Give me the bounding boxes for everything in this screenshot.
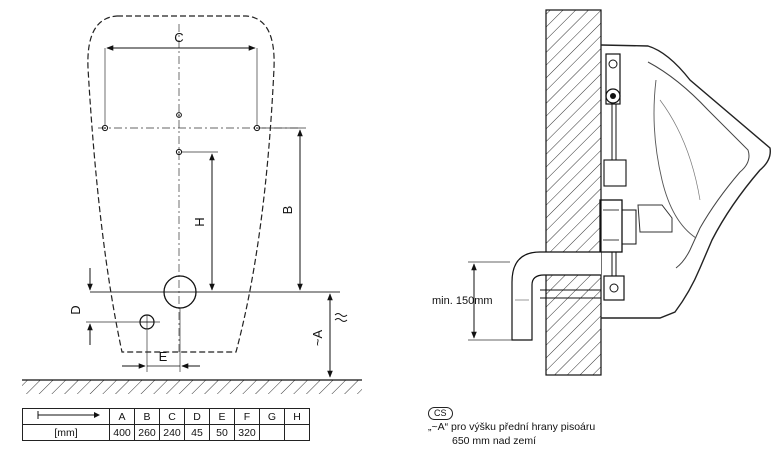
connector <box>603 275 625 301</box>
footnote: CS „~A“ pro výšku přední hrany pisoáru 6… <box>428 406 595 448</box>
urinal-outline <box>87 15 275 353</box>
value-cell: 400 <box>109 424 135 441</box>
value-cell: 320 <box>234 424 260 441</box>
col-header: C <box>159 408 185 425</box>
sensor-unit <box>599 199 623 253</box>
dim-c-label: C <box>174 30 183 45</box>
arrow-header-cell <box>22 408 110 425</box>
water-inlet-point <box>175 148 183 156</box>
wall-outline <box>545 9 602 376</box>
table-values-row: [mm] 400 260 240 45 50 320 <box>22 424 310 441</box>
footnote-line-2: 650 mm nad zemí <box>452 435 537 447</box>
value-cell: 260 <box>134 424 160 441</box>
language-badge: CS <box>428 407 453 420</box>
dim-a-label: ~A <box>310 330 325 347</box>
col-header: A <box>109 408 135 425</box>
col-header: D <box>184 408 210 425</box>
value-cell: 50 <box>209 424 235 441</box>
dimension-table: A B C D E F G H [mm] 400 260 240 45 50 3… <box>22 408 310 441</box>
side-view: min. 150mm <box>432 9 771 376</box>
double-arrow-icon <box>37 411 100 419</box>
urinal-bowl-inner <box>647 61 750 269</box>
col-header: B <box>134 408 160 425</box>
urinal-side-outline <box>600 44 771 319</box>
front-view: C B H D E ~A <box>22 15 362 394</box>
footnote-line-1: „~A“ pro výšku přední hrany pisoáru <box>428 421 596 433</box>
table-header-row: A B C D E F G H <box>22 408 310 425</box>
col-header: H <box>284 408 310 425</box>
dim-d-label: D <box>68 305 83 314</box>
value-cell: 45 <box>184 424 210 441</box>
fixing-hole-left <box>101 124 109 132</box>
col-header: F <box>234 408 260 425</box>
fixing-hole-top <box>176 112 182 118</box>
waste-pipe <box>511 251 601 341</box>
min-height-label: min. 150mm <box>432 295 493 307</box>
unit-cell: [mm] <box>22 424 110 441</box>
flush-valve <box>605 53 621 105</box>
dim-e-label: E <box>159 349 168 364</box>
value-cell <box>284 424 310 441</box>
dim-h-label: H <box>192 217 207 226</box>
value-cell: 240 <box>159 424 185 441</box>
value-cell <box>259 424 285 441</box>
wall-hatch <box>546 10 601 375</box>
fixing-hole-right <box>253 124 261 132</box>
siphon <box>637 204 673 233</box>
urinal-bowl-inner2 <box>653 79 697 239</box>
floor-hatch <box>22 380 362 394</box>
col-header: E <box>209 408 235 425</box>
col-header: G <box>259 408 285 425</box>
dim-b-label: B <box>280 206 295 215</box>
